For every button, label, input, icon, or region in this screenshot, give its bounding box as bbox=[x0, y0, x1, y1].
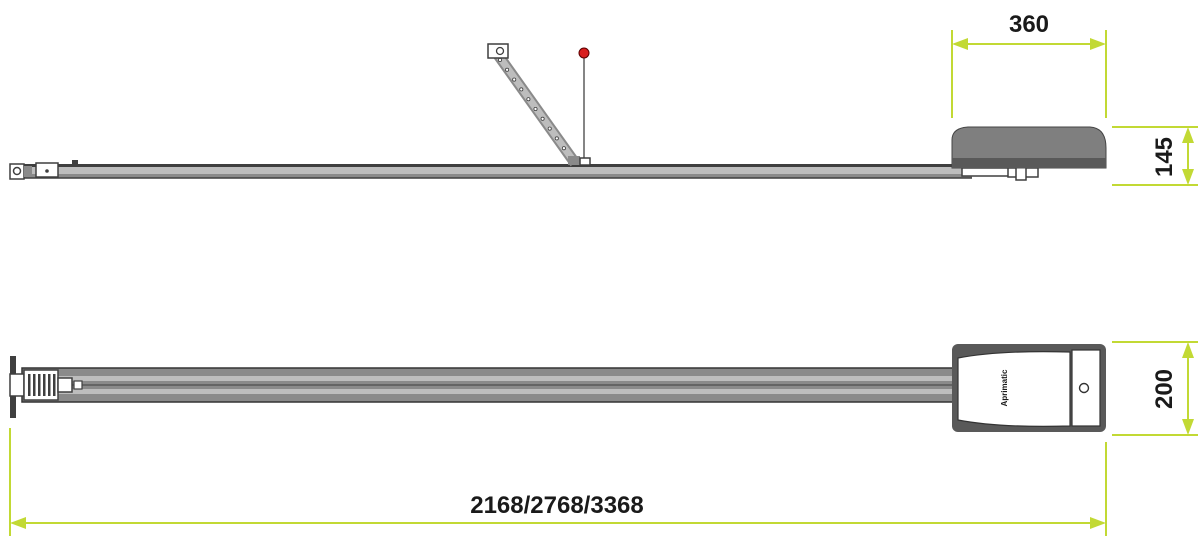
dimension-motor-height: 145 bbox=[1112, 126, 1198, 186]
side-view bbox=[9, 43, 1107, 181]
arm-hole bbox=[533, 107, 538, 112]
top-view: Aprimatic bbox=[9, 344, 1106, 432]
motor-width-label: 200 bbox=[1151, 369, 1178, 409]
arm-hole bbox=[526, 97, 531, 102]
arm-hole bbox=[540, 116, 545, 121]
bracket-tooth bbox=[28, 374, 31, 396]
bracket-tooth bbox=[53, 374, 56, 396]
arm-hole bbox=[519, 87, 524, 92]
dimension-motor-length: 360 bbox=[951, 11, 1107, 118]
bracket-tooth bbox=[33, 374, 36, 396]
arm-hole bbox=[497, 58, 502, 63]
motor-head-top: Aprimatic bbox=[952, 344, 1106, 432]
top-front-bracket bbox=[9, 356, 83, 418]
side-rail bbox=[14, 164, 972, 179]
arm-hole bbox=[547, 126, 552, 131]
arm-hole bbox=[512, 77, 517, 82]
door-arm bbox=[487, 43, 580, 167]
bracket-tooth bbox=[48, 374, 51, 396]
arm-hole bbox=[561, 146, 566, 151]
bracket-teeth bbox=[28, 374, 56, 396]
motor-length-label: 360 bbox=[1009, 11, 1049, 38]
brand-mark: Aprimatic bbox=[1000, 369, 1009, 406]
arm-hole bbox=[554, 136, 559, 141]
arm-hole bbox=[505, 67, 510, 72]
bracket-tooth bbox=[43, 374, 46, 396]
motor-height-label: 145 bbox=[1151, 137, 1178, 177]
emergency-release-cord bbox=[578, 47, 591, 166]
dimension-lines: 360 145 200 2168/2768/3368 bbox=[9, 11, 1198, 536]
motor-button-icon bbox=[1078, 382, 1090, 394]
side-front-bracket bbox=[9, 160, 78, 180]
bracket-tooth bbox=[38, 374, 41, 396]
dimension-motor-width: 200 bbox=[1112, 341, 1198, 436]
total-length-label: 2168/2768/3368 bbox=[470, 492, 644, 519]
top-rail bbox=[21, 367, 957, 403]
motor-head-side bbox=[951, 126, 1107, 169]
release-knob bbox=[578, 47, 590, 59]
dimension-total-length: 2168/2768/3368 bbox=[9, 428, 1107, 536]
